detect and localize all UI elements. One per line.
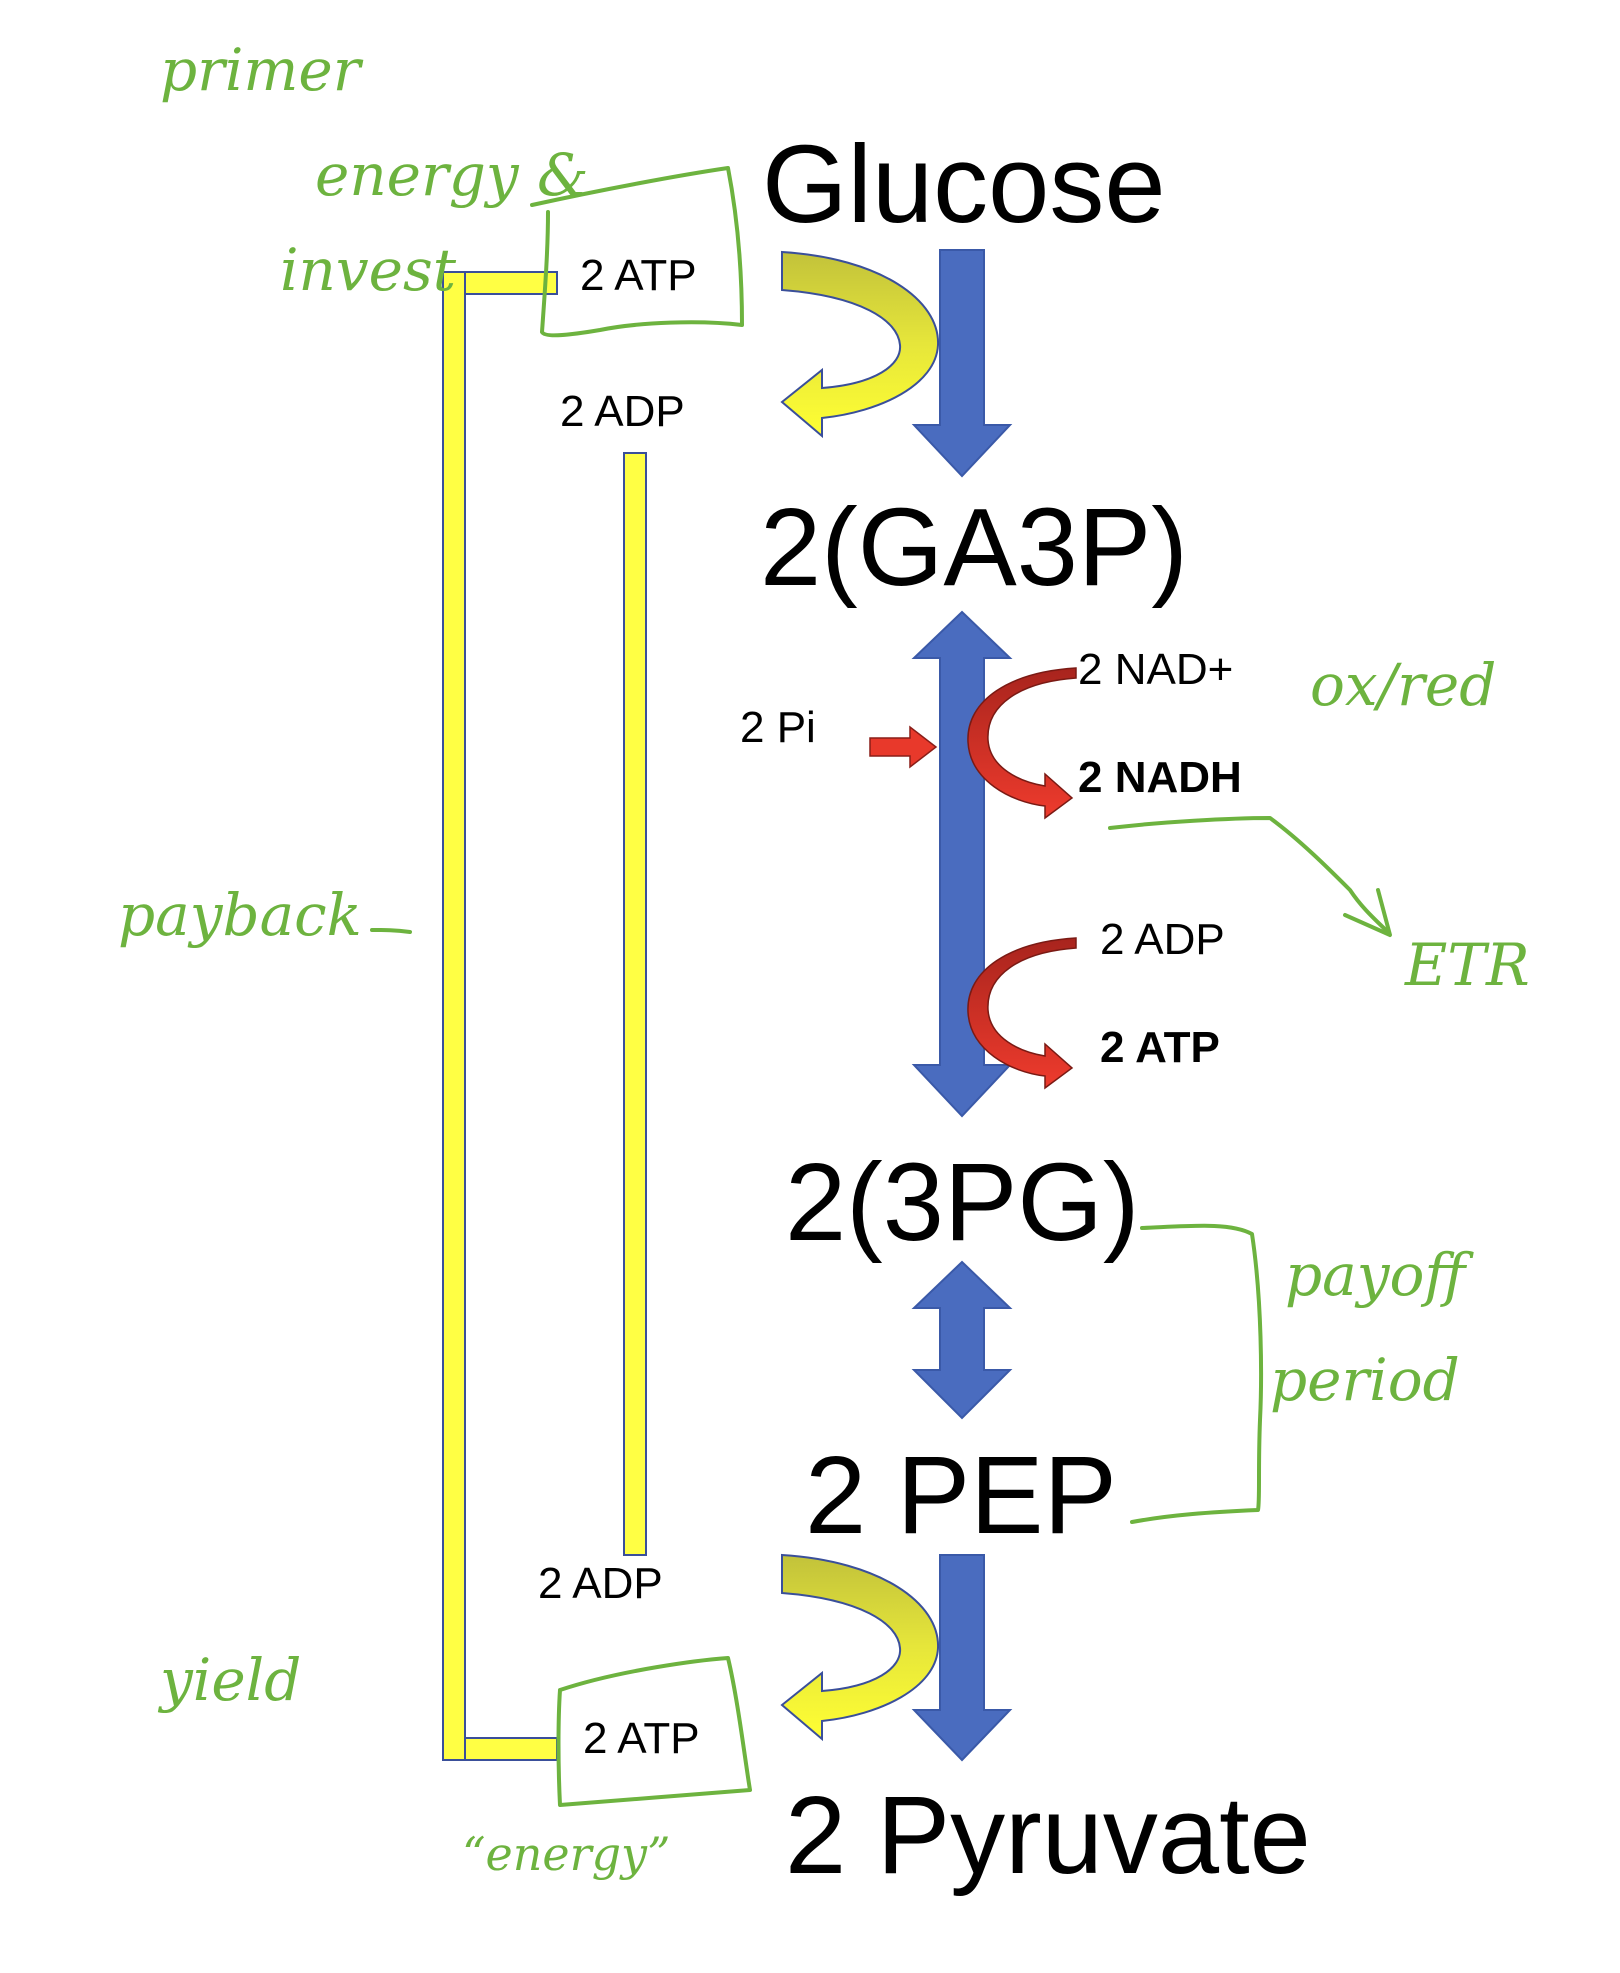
hand-underline-payback	[370, 928, 412, 934]
curved-arrow-adp-to-atp	[780, 1553, 940, 1742]
annotation-yield: yield	[157, 1646, 301, 1714]
annotation-ox-red: ox/red	[1310, 651, 1496, 719]
arrow-pep-to-pyruvate	[911, 1554, 1013, 1762]
hand-line-nadh-to-etr	[1108, 816, 1390, 934]
annotation-etr: ETR	[1404, 931, 1530, 999]
label-bottom-adp: 2 ADP	[538, 1559, 663, 1608]
annotation-energy-quote: “energy”	[462, 1827, 671, 1881]
curved-arrow-atp-to-adp	[780, 250, 940, 439]
annotation-payoff: payoff	[1285, 1241, 1474, 1309]
label-top-adp: 2 ADP	[560, 387, 685, 436]
payback-bar-inner	[623, 452, 647, 1556]
label-nadh: 2 NADH	[1078, 753, 1242, 802]
arrow-glucose-to-ga3p	[911, 249, 1013, 478]
label-nad-plus: 2 NAD+	[1078, 645, 1233, 694]
hand-arrowhead-etr	[1343, 888, 1392, 937]
arrow-3pg-to-pep	[911, 1260, 1013, 1420]
metabolite-3pg: 2(3PG)	[785, 1141, 1140, 1264]
annotation-energy: energy &	[315, 141, 589, 209]
annotation-invest: invest	[280, 236, 457, 304]
annotation-payback: payback	[118, 881, 362, 949]
metabolite-pyruvate: 2 Pyruvate	[785, 1774, 1311, 1897]
label-top-atp: 2 ATP	[580, 251, 697, 300]
curved-arrow-adp-to-atp-substrate	[967, 937, 1077, 1090]
annotation-period: period	[1270, 1346, 1460, 1414]
hand-box-bottom-atp	[556, 1656, 752, 1807]
metabolite-pep: 2 PEP	[805, 1434, 1117, 1557]
metabolite-glucose: Glucose	[762, 123, 1166, 246]
arrow-ga3p-to-3pg	[911, 610, 1013, 1118]
arrow-pi-in	[869, 725, 938, 769]
label-mid-adp: 2 ADP	[1100, 915, 1225, 964]
metabolite-ga3p: 2(GA3P)	[760, 486, 1188, 609]
payback-bar-outer	[442, 271, 558, 1761]
label-pi: 2 Pi	[740, 703, 816, 752]
label-mid-atp: 2 ATP	[1100, 1023, 1220, 1072]
curved-arrow-nad-to-nadh	[967, 667, 1077, 820]
hand-box-top-atp	[530, 166, 744, 338]
annotation-primer: primer	[160, 36, 364, 104]
label-bottom-atp: 2 ATP	[583, 1714, 700, 1763]
hand-bracket-payoff	[1130, 1223, 1264, 1524]
